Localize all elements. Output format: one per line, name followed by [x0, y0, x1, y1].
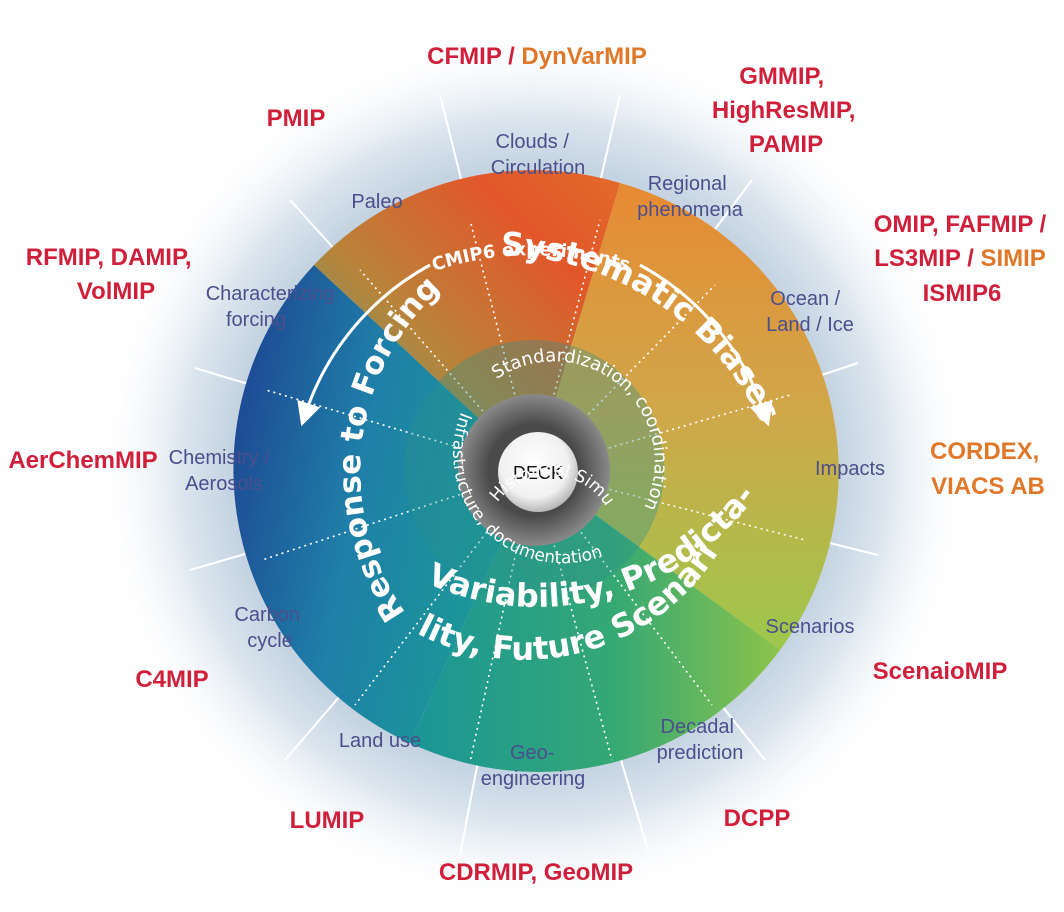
mip-cfmip-dynvarmip: CFMIP / DynVarMIP: [427, 43, 647, 70]
theme-scenarios: Scenarios: [766, 616, 855, 638]
disk-left: [233, 265, 534, 743]
mip-gmmip: GMMIP, HighResMIP, PAMIP: [712, 63, 862, 158]
theme-chemistry: Chemistry / Aerosols: [169, 447, 276, 495]
mip-lumip: LUMIP: [290, 807, 365, 834]
mip-omip: OMIP, FAFMIP /: [874, 211, 1047, 238]
disk-bottom: [410, 470, 780, 772]
theme-regional: Regional phenomena: [637, 173, 744, 221]
mip-cordex-viacs: CORDEX, VIACS AB: [930, 438, 1046, 500]
theme-paleo: Paleo: [351, 191, 402, 213]
theme-geoengineering: Geo- engineering: [481, 742, 586, 790]
theme-carbon: Carbon cycle: [234, 604, 305, 652]
theme-landuse: Land use: [339, 730, 421, 752]
deck-circle: [498, 432, 578, 512]
mip-labels: CFMIP / DynVarMIP GMMIP, HighResMIP, PAM…: [8, 43, 1046, 886]
mip-aerchemmip: AerChemMIP: [8, 447, 157, 474]
mip-pmip: PMIP: [267, 105, 326, 132]
arrow-left: [297, 263, 431, 427]
theme-impacts: Impacts: [815, 458, 885, 480]
mip-ismip6: ISMIP6: [923, 280, 1002, 307]
mip-dcpp: DCPP: [724, 805, 791, 832]
theme-labels: Clouds / Circulation Regional phenomena …: [169, 131, 885, 790]
mip-rfmip: RFMIP, DAMIP, VolMIP: [26, 244, 198, 305]
deck-label: DECK: [513, 463, 563, 483]
disk-right: [534, 183, 839, 650]
theme-characterizing-forcing: Characterizing forcing: [206, 283, 341, 331]
arrow-right: [639, 263, 773, 427]
mip-c4mip: C4MIP: [135, 666, 208, 693]
mip-cdrmip-geomip: CDRMIP, GeoMIP: [439, 859, 633, 886]
theme-decadal: Decadal prediction: [657, 716, 744, 764]
mip-scenariomip: ScenaioMIP: [873, 658, 1008, 685]
theme-clouds: Clouds / Circulation: [491, 131, 585, 179]
mip-ls3mip-simip: LS3MIP / SIMIP: [874, 245, 1046, 272]
theme-ocean: Ocean / Land / Ice: [766, 288, 854, 336]
